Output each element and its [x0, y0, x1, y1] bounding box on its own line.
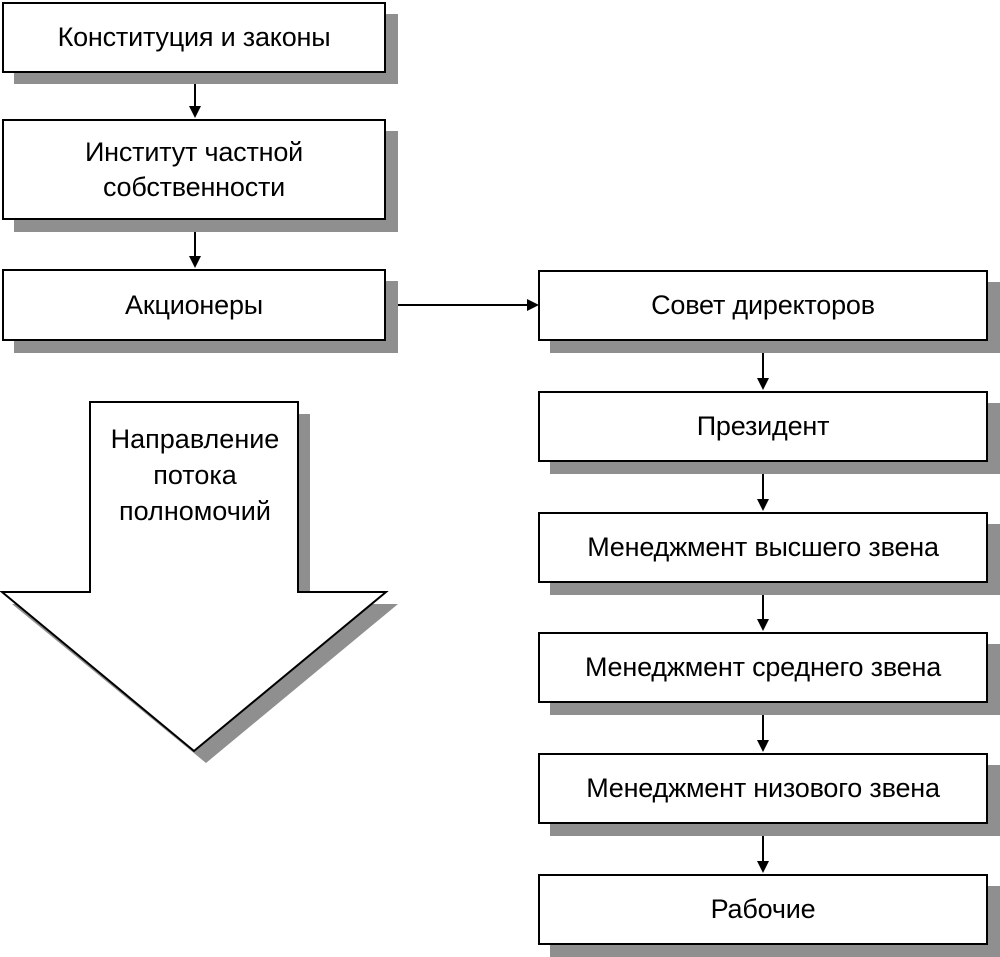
- node-board: Совет директоров: [538, 270, 988, 341]
- node-middle-management: Менеджмент среднего звена: [538, 632, 988, 703]
- node-private-property-line2: собственности: [102, 171, 286, 202]
- node-lower-management-label: Менеджмент низового звена: [586, 773, 940, 803]
- node-workers-label: Рабочие: [710, 894, 816, 924]
- authority-flow-label-line3: полномочий: [119, 496, 271, 526]
- node-workers: Рабочие: [538, 874, 988, 945]
- node-middle-management-label: Менеджмент среднего звена: [584, 652, 942, 682]
- authority-flow-label: Направление потока полномочий: [92, 421, 298, 529]
- authority-flow-label-line2: потока: [153, 460, 237, 490]
- node-president-label: Президент: [696, 411, 830, 441]
- node-lower-management: Менеджмент низового звена: [538, 753, 988, 824]
- node-private-property-label: Институт частной собственности: [85, 135, 303, 205]
- node-private-property: Институт частной собственности: [2, 119, 386, 220]
- node-top-management-label: Менеджмент высшего звена: [587, 532, 939, 562]
- node-constitution-label: Конституция и законы: [57, 22, 331, 52]
- node-board-label: Совет директоров: [651, 290, 875, 320]
- authority-flow-label-line1: Направление: [110, 424, 280, 454]
- node-shareholders-label: Акционеры: [125, 289, 263, 320]
- node-shareholders: Акционеры: [2, 269, 386, 341]
- node-constitution: Конституция и законы: [2, 2, 386, 73]
- authority-flow-arrow: [0, 401, 389, 753]
- node-president: Президент: [538, 391, 988, 462]
- node-private-property-line1: Институт частной: [84, 136, 304, 167]
- node-top-management: Менеджмент высшего звена: [538, 512, 988, 583]
